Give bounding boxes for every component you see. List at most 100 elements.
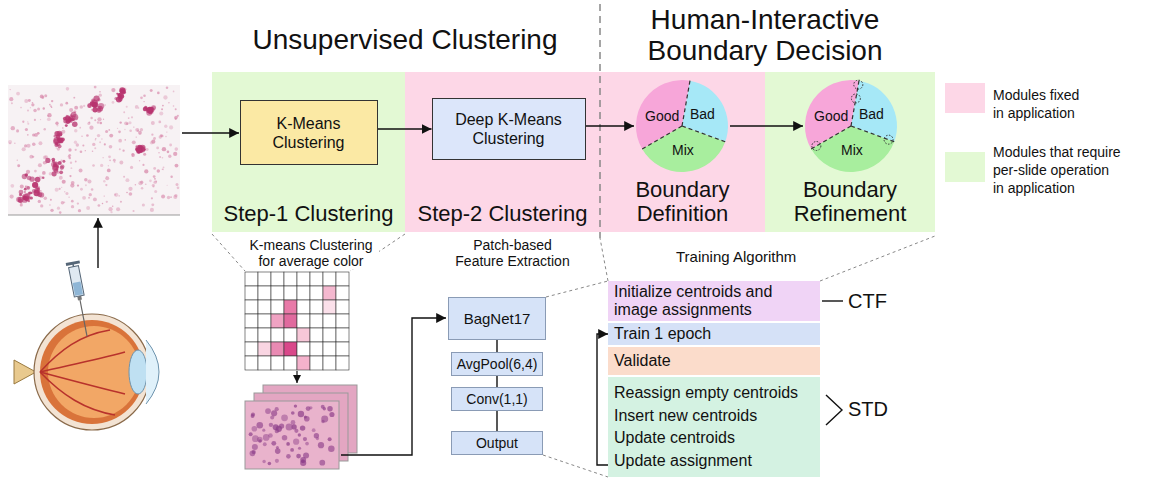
tissue-dot	[22, 121, 24, 123]
tissue-dot	[65, 192, 68, 195]
tissue-dot	[62, 160, 65, 163]
stained-cell	[17, 197, 23, 203]
pie-chart: GoodBadMix	[634, 78, 730, 174]
choroid	[40, 320, 144, 424]
tissue-dot	[162, 157, 164, 159]
grid-cell	[258, 356, 271, 370]
blood-vessel	[40, 330, 110, 372]
cell-nucleus	[303, 437, 307, 441]
tissue-dot	[16, 92, 20, 96]
tissue-dot	[136, 136, 137, 137]
tissue-dot	[25, 186, 27, 188]
stained-cell	[24, 191, 26, 193]
step-label: Update centroids	[614, 429, 735, 447]
step-label: Train 1 epoch	[614, 325, 711, 343]
cell-nucleus	[269, 423, 273, 427]
pie-slices	[636, 80, 728, 172]
tissue-dot	[166, 131, 167, 132]
tissue-dot	[56, 147, 57, 148]
illustrations	[8, 4, 935, 477]
tissue-dot	[50, 209, 53, 212]
tissue-dot	[106, 201, 108, 203]
tissue-dot	[128, 121, 131, 124]
cell-nucleus	[298, 433, 301, 436]
cell-nucleus	[275, 448, 281, 454]
tissue-dot	[112, 101, 115, 104]
refinement-point	[851, 94, 860, 103]
tissue-dot	[79, 168, 83, 172]
grid-cell	[310, 342, 323, 356]
grid-cell	[284, 300, 297, 314]
tissue-dot	[34, 119, 36, 121]
tissue-dot	[87, 179, 91, 183]
zoom-leader	[546, 281, 608, 297]
grid-cell	[323, 356, 336, 370]
grid-cell	[284, 286, 297, 300]
grid-cell	[336, 286, 349, 300]
tissue-dot	[154, 180, 157, 183]
tissue-dot	[137, 130, 139, 132]
cell-nucleus	[256, 422, 263, 429]
tissue-dot	[92, 150, 94, 152]
tissue-dot	[62, 127, 64, 129]
step-label: Reassign empty centroids	[614, 384, 798, 402]
slice-label: Bad	[859, 106, 884, 122]
grid-cell	[258, 314, 271, 328]
stained-cell	[116, 93, 118, 95]
tissue-dot	[124, 129, 125, 130]
section-heading: Human-Interactive Boundary Decision	[615, 4, 915, 66]
tissue-dot	[168, 155, 171, 158]
cell-nucleus	[312, 428, 316, 432]
tissue-dot	[38, 163, 42, 167]
tissue-dot	[141, 187, 144, 190]
cell-nucleus	[291, 411, 295, 415]
tissue-dot	[163, 166, 165, 168]
tissue-dot	[173, 91, 175, 93]
histology-image	[8, 85, 180, 215]
tissue-dot	[177, 187, 180, 190]
dash-marker	[822, 300, 843, 301]
tissue-dot	[161, 195, 165, 199]
tissue-dot	[85, 184, 87, 186]
plunger	[66, 260, 80, 266]
tissue-dot	[170, 196, 172, 198]
tissue-dot	[65, 102, 68, 105]
tissue-dot	[129, 129, 132, 132]
tissue-dot	[17, 164, 20, 167]
tissue-dot	[68, 197, 69, 198]
tissue-dot	[85, 150, 86, 151]
stained-cell	[53, 139, 59, 145]
grid-cell	[271, 300, 284, 314]
slice-label: Bad	[690, 106, 715, 122]
tissue-dot	[175, 118, 177, 120]
tissue-dot	[40, 119, 41, 120]
stained-cell	[139, 149, 142, 152]
tissue-dot	[105, 176, 109, 180]
tissue-dot	[71, 181, 75, 185]
grid-cell	[245, 300, 258, 314]
section-heading: Unsupervised Clustering	[230, 24, 580, 56]
grid-cell	[245, 342, 258, 356]
tissue-dot	[120, 201, 122, 203]
cell-nucleus	[258, 439, 262, 443]
network-layer: AvgPool(6,4)	[451, 352, 543, 376]
tissue-dot	[124, 139, 126, 141]
tissue-dot	[116, 207, 120, 211]
grid-cell	[336, 356, 349, 370]
tissue-dot	[95, 139, 96, 140]
zoom-leader	[600, 238, 608, 281]
algorithm-step: Train 1 epoch	[608, 323, 820, 345]
tissue-dot	[32, 143, 36, 147]
tissue-dot	[143, 153, 146, 156]
refinement-point	[812, 142, 821, 151]
tissue-dot	[144, 169, 148, 173]
tissue-dot	[151, 203, 154, 206]
tissue-dot	[97, 117, 101, 121]
tissue-dot	[143, 94, 146, 97]
tissue-dot	[55, 188, 59, 192]
network-layer: Output	[451, 431, 543, 455]
tissue-dot	[104, 195, 106, 197]
grid-cell	[245, 314, 258, 328]
cell-nucleus	[300, 457, 306, 463]
cell-nucleus	[268, 433, 273, 438]
